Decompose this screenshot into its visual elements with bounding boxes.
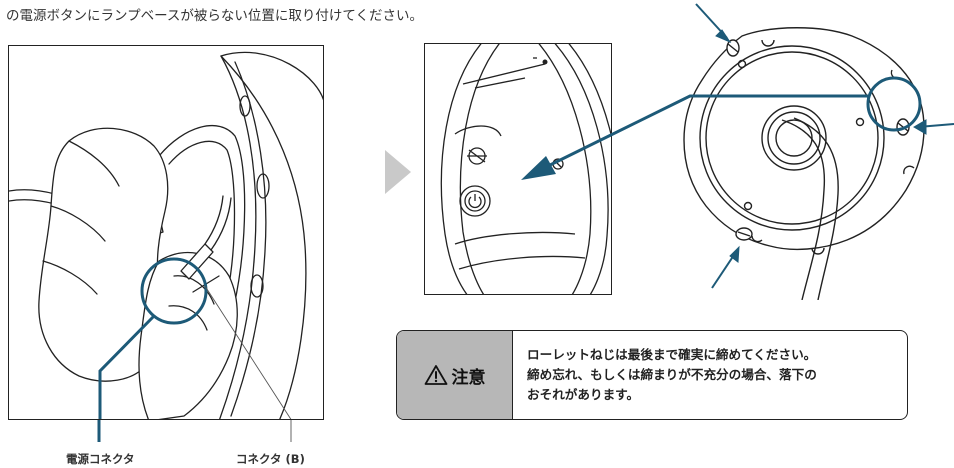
illustration-power-button-panel [424,43,612,295]
caution-box: 注意 ローレットねじは最後まで確実に締めてください。 締め忘れ、もしくは締まりが… [396,330,908,420]
lamp-base-illustration [652,0,954,300]
warning-triangle-icon [424,364,448,386]
caution-line: おそれがあります。 [527,387,640,402]
instruction-text: の電源ボタンにランプベースが被らない位置に取り付けてください。 [6,8,424,24]
power-connector-label: 電源コネクタ [66,452,135,466]
caution-title: 注意 [451,367,486,388]
caution-header: 注意 [397,331,513,419]
caution-text: ローレットねじは最後まで確実に締めてください。 締め忘れ、もしくは締まりが不充分… [513,331,907,419]
hands-connector-illustration [9,51,323,419]
next-step-arrow-icon [385,150,411,194]
illustration-connector-panel [8,45,324,420]
caution-line: ローレットねじは最後まで確実に締めてください。 [527,347,817,362]
power-button-closeup [440,44,611,294]
caution-line: 締め忘れ、もしくは締まりが不充分の場合、落下の [527,367,817,382]
connector-b-label: コネクタ (B) [236,452,305,466]
